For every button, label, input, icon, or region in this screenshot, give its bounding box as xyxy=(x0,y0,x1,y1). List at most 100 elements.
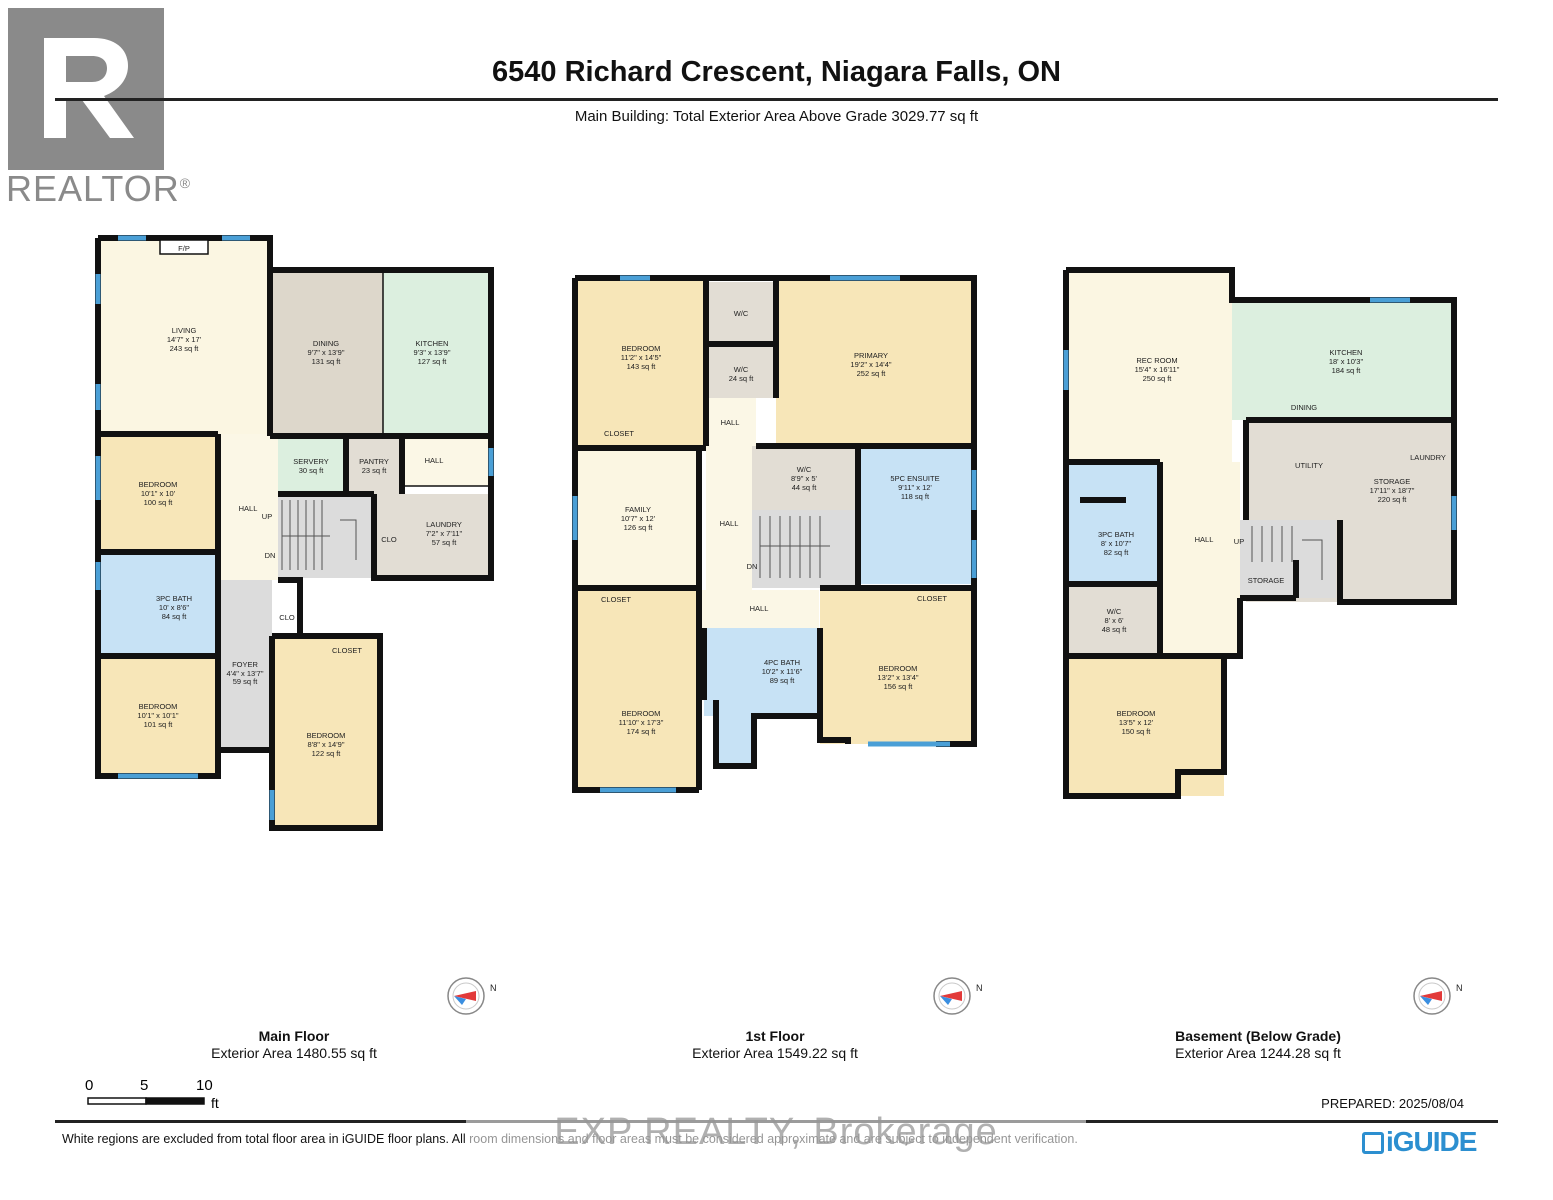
stair-shape xyxy=(1240,520,1336,598)
hall-label: HALL xyxy=(720,519,739,528)
room-area: 131 sq ft xyxy=(312,357,342,366)
compass-main-icon: N xyxy=(447,977,497,1015)
room-name: W/C xyxy=(734,309,749,318)
room-dims: 9'11" x 12' xyxy=(898,483,932,492)
bath-2-shape xyxy=(716,700,754,766)
bath-shape xyxy=(98,552,218,656)
main-floor-plan: LIVING 14'7" x 17' 243 sq ft DINING 9'7"… xyxy=(95,235,494,831)
room-name: W/C xyxy=(1107,607,1122,616)
room-dims: 10' x 8'6" xyxy=(159,603,189,612)
room-name: 5PC ENSUITE xyxy=(890,474,939,483)
title-divider xyxy=(55,98,1498,101)
room-area: 23 sq ft xyxy=(362,466,388,475)
basement-room-labels: REC ROOM 15'4" x 16'11" 250 sq ft KITCHE… xyxy=(1098,348,1415,736)
ensuite-2-shape xyxy=(858,526,974,584)
room-dims: 10'7" x 12' xyxy=(621,514,656,523)
main-room-labels: LIVING 14'7" x 17' 243 sq ft DINING 9'7"… xyxy=(137,326,462,758)
room-name: BEDROOM xyxy=(622,344,661,353)
main-interior-lines xyxy=(382,270,491,487)
closet-label: CLO xyxy=(381,535,397,544)
room-area: 84 sq ft xyxy=(162,612,188,621)
bedroom-2-shape xyxy=(575,588,699,790)
room-area: 44 sq ft xyxy=(792,483,818,492)
main-windows xyxy=(95,235,494,820)
family-shape xyxy=(575,448,699,588)
closet-label: CLOSET xyxy=(917,594,947,603)
wic-3-shape xyxy=(752,446,856,510)
room-dims: 8'8" x 14'9" xyxy=(308,740,345,749)
closet-label: CLOSET xyxy=(332,646,362,655)
fireplace-label: F/P xyxy=(178,244,190,253)
compass-north-label: N xyxy=(976,983,983,993)
room-area: 122 sq ft xyxy=(312,749,342,758)
floor-name: Basement (Below Grade) xyxy=(1175,1028,1341,1044)
room-area: 89 sq ft xyxy=(770,676,796,685)
storage-label: STORAGE xyxy=(1248,576,1285,585)
room-area: 57 sq ft xyxy=(432,538,458,547)
registered-mark: ® xyxy=(179,175,192,191)
room-area: 243 sq ft xyxy=(170,344,200,353)
room-name: 3PC BATH xyxy=(1098,530,1134,539)
hall-shape xyxy=(706,398,756,446)
floor-area: Exterior Area 1480.55 sq ft xyxy=(211,1045,377,1061)
room-name: LAUNDRY xyxy=(426,520,462,529)
basement-caption: Basement (Below Grade) Exterior Area 124… xyxy=(1128,1028,1388,1062)
ensuite-shape xyxy=(858,446,974,526)
hall-3-shape xyxy=(699,590,819,628)
wic-shape xyxy=(1066,584,1160,656)
room-name: BEDROOM xyxy=(879,664,918,673)
basement-plan: REC ROOM 15'4" x 16'11" 250 sq ft KITCHE… xyxy=(1063,267,1457,799)
first-floor-caption: 1st Floor Exterior Area 1549.22 sq ft xyxy=(655,1028,895,1062)
room-name: W/C xyxy=(734,365,749,374)
floor-area: Exterior Area 1549.22 sq ft xyxy=(692,1045,858,1061)
wic-1-shape xyxy=(706,282,776,344)
realtor-wordmark-text: REALTOR xyxy=(6,168,180,209)
room-area: 100 sq ft xyxy=(144,498,174,507)
brokerage-watermark: EXP REALTY, Brokerage xyxy=(466,1104,1086,1160)
room-dims: 8' x 6' xyxy=(1104,616,1124,625)
kitchen-shape xyxy=(383,270,491,436)
room-name: KITCHEN xyxy=(1330,348,1363,357)
room-dims: 10'1" x 10' xyxy=(141,489,176,498)
room-area: 156 sq ft xyxy=(884,682,914,691)
room-dims: 18' x 10'3" xyxy=(1329,357,1364,366)
pantry-shape xyxy=(346,436,402,494)
room-dims: 13'2" x 13'4" xyxy=(877,673,918,682)
room-area: 126 sq ft xyxy=(624,523,654,532)
main-stairs xyxy=(281,500,357,570)
room-area: 127 sq ft xyxy=(418,357,448,366)
room-area: 118 sq ft xyxy=(901,492,930,501)
scale-tick-5: 5 xyxy=(140,1077,148,1094)
room-name: DINING xyxy=(313,339,339,348)
compass-north-label: N xyxy=(490,983,497,993)
page-subtitle: Main Building: Total Exterior Area Above… xyxy=(574,108,979,125)
first-stairs xyxy=(759,516,830,578)
main-walls xyxy=(95,235,494,831)
room-area: 59 sq ft xyxy=(233,677,259,686)
room-dims: 10'1" x 10'1" xyxy=(137,711,178,720)
room-name: REC ROOM xyxy=(1136,356,1177,365)
room-name: BEDROOM xyxy=(1117,709,1156,718)
realtor-wordmark: REALTOR® xyxy=(6,168,191,210)
room-dims: 9'7" x 13'9" xyxy=(308,348,345,357)
room-dims: 11'10" x 17'3" xyxy=(619,718,664,727)
stairs-up-label: UP xyxy=(1234,537,1244,546)
laundry-shape xyxy=(374,494,488,578)
basement-tags: DINING UTILITY LAUNDRY HALL UP STORAGE xyxy=(1195,403,1446,585)
room-name: BEDROOM xyxy=(622,709,661,718)
hall-label: HALL xyxy=(721,418,740,427)
bath-shape xyxy=(1066,462,1160,584)
hall-label: HALL xyxy=(425,456,444,465)
closet-label: CLOSET xyxy=(604,429,634,438)
closet-label: CLOSET xyxy=(601,595,631,604)
room-area: 220 sq ft xyxy=(1378,495,1408,504)
room-dims: 8' x 10'7" xyxy=(1101,539,1131,548)
hall-shape xyxy=(1160,462,1240,656)
room-area: 48 sq ft xyxy=(1102,625,1128,634)
first-tags: CLOSET HALL HALL DN HALL CLOSET CLOSET xyxy=(601,418,947,613)
room-area: 184 sq ft xyxy=(1332,366,1362,375)
room-dims: 10'2" x 11'6" xyxy=(762,667,803,676)
scale-unit: ft xyxy=(211,1095,219,1111)
room-dims: 4'4" x 13'7" xyxy=(227,669,264,678)
iguide-icon xyxy=(1362,1132,1384,1154)
